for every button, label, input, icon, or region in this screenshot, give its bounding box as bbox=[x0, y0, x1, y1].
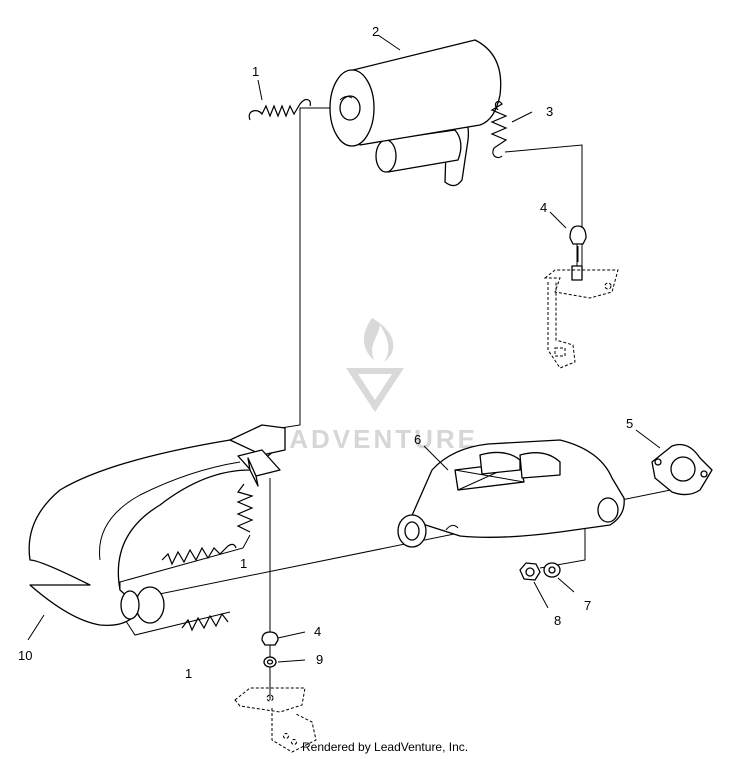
nut-8 bbox=[519, 562, 541, 581]
spring-top bbox=[248, 98, 311, 121]
callout-1-top: 1 bbox=[252, 64, 259, 79]
bracket-bottom bbox=[234, 687, 317, 753]
spring-pipe-bottom bbox=[181, 612, 229, 632]
callout-8: 8 bbox=[554, 613, 561, 628]
callout-10: 10 bbox=[18, 648, 32, 663]
callout-9: 9 bbox=[316, 652, 323, 667]
spring-outlet bbox=[490, 100, 508, 159]
callout-3: 3 bbox=[546, 104, 553, 119]
render-credit: Rendered by LeadVenture, Inc. bbox=[302, 740, 469, 754]
callout-1-bottom: 1 bbox=[185, 666, 192, 681]
washer-9 bbox=[263, 656, 277, 668]
leader-lines bbox=[119, 107, 701, 700]
callout-7: 7 bbox=[584, 598, 591, 613]
muffler bbox=[329, 39, 502, 187]
exhaust-pipe bbox=[28, 424, 286, 627]
watermark-text: LEADVENTURE bbox=[250, 424, 478, 454]
callout-labels: 1 2 3 4 5 6 1 7 8 4 9 10 1 bbox=[18, 24, 633, 681]
callout-leaders bbox=[27, 34, 661, 663]
manifold bbox=[397, 439, 625, 548]
callout-4-bottom: 4 bbox=[314, 624, 321, 639]
gasket bbox=[651, 443, 713, 496]
washer-7 bbox=[543, 562, 561, 578]
callout-5: 5 bbox=[626, 416, 633, 431]
bracket-top bbox=[543, 269, 619, 369]
grommet-top bbox=[569, 225, 587, 281]
callout-4-top: 4 bbox=[540, 200, 547, 215]
leadventure-watermark: LEADVENTURE bbox=[250, 318, 478, 454]
spring-pipe-vertical bbox=[236, 483, 254, 533]
callout-6: 6 bbox=[414, 432, 421, 447]
grommet-bottom bbox=[261, 631, 279, 646]
callout-1-mid: 1 bbox=[240, 556, 247, 571]
spring-pipe-mid bbox=[161, 543, 237, 566]
callout-2: 2 bbox=[372, 24, 379, 39]
